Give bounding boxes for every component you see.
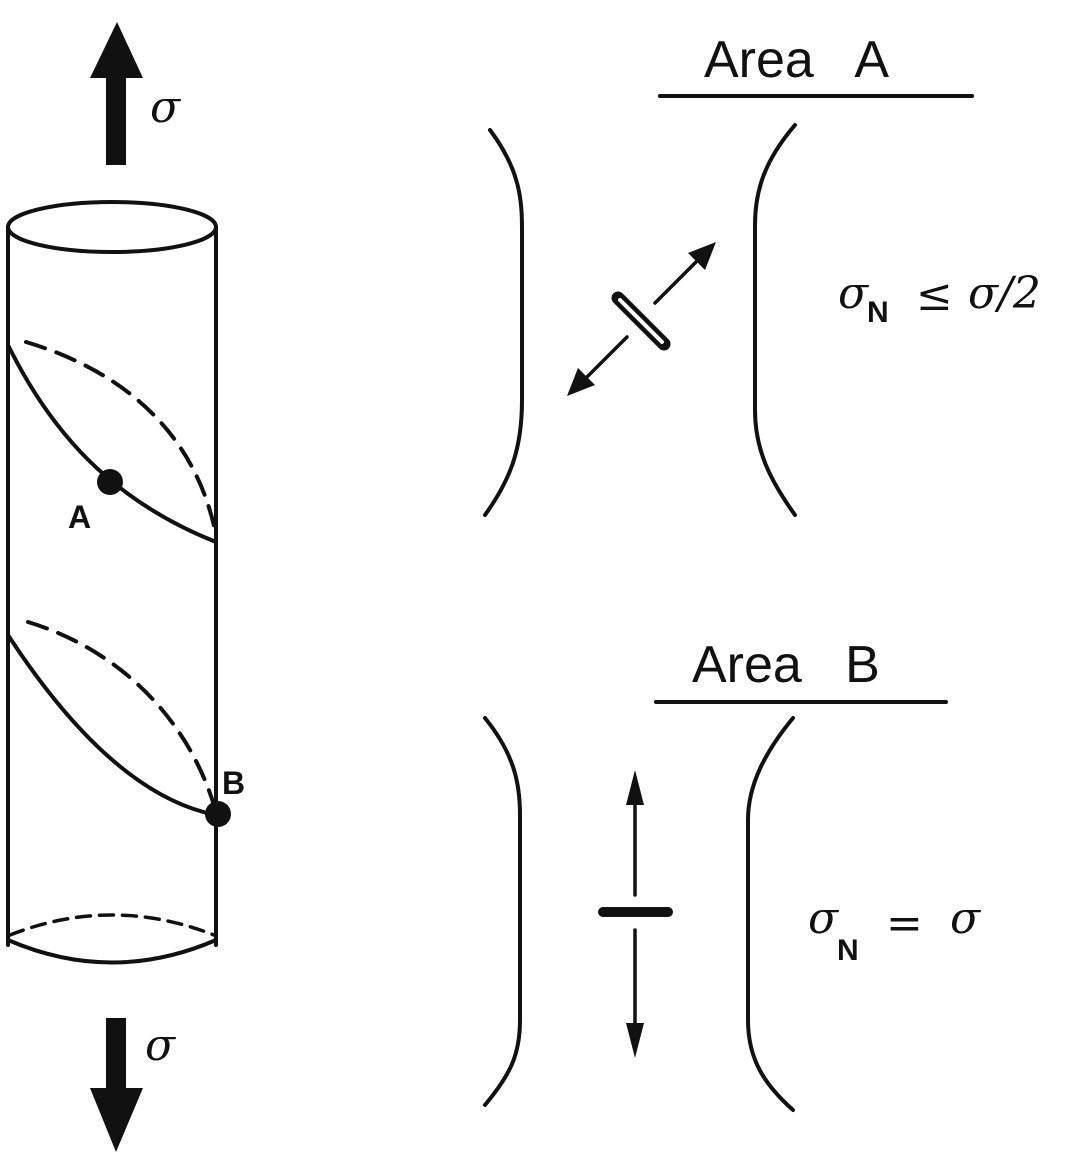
area-b-rhs: σ	[950, 893, 982, 944]
area-b-title: Area B	[692, 636, 880, 694]
top-stress-arrow	[90, 22, 143, 165]
area-a-rhs: σ/2	[968, 268, 1041, 319]
plane-b	[6, 620, 218, 817]
point-a-label: A	[68, 499, 91, 535]
area-a-sigma: σ	[838, 268, 870, 319]
point-b-marker	[205, 801, 231, 827]
top-sigma-label: σ	[150, 82, 182, 133]
area-a-right-bracket	[753, 123, 797, 517]
area-a-inclined-crack	[611, 291, 671, 351]
area-b-tension-arrows	[626, 770, 644, 1058]
area-a-title: Area A	[704, 31, 889, 89]
area-b-operator: =	[886, 898, 923, 949]
area-b-sigma: σ	[808, 893, 840, 944]
area-b-subscript: N	[837, 934, 859, 967]
area-b-relation: σ N = σ	[808, 893, 982, 967]
cylinder	[6, 200, 218, 965]
plane-a	[6, 340, 218, 544]
area-a-left-bracket	[483, 128, 524, 517]
area-a-operator: ≤	[916, 270, 953, 321]
area-a-tension-arrows	[567, 242, 716, 396]
area-a-subscript: N	[867, 296, 889, 329]
bottom-sigma-label: σ	[145, 1020, 177, 1071]
area-a-relation: σ N ≤ σ/2	[838, 268, 1041, 329]
point-b-label: B	[222, 765, 245, 801]
point-a-marker	[97, 469, 123, 495]
area-b-right-bracket	[746, 716, 795, 1112]
bottom-stress-arrow	[90, 1018, 143, 1152]
area-b-left-bracket	[483, 716, 522, 1107]
